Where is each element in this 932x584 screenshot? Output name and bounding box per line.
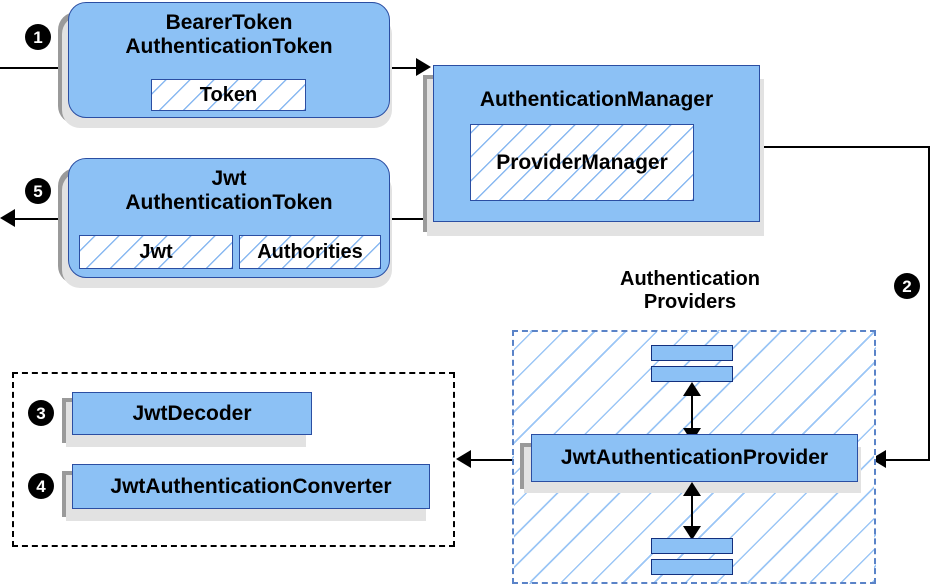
step-marker-3: 3 — [28, 400, 54, 426]
provider-stub-top-2 — [651, 366, 733, 382]
bearer-token-title-line2: AuthenticationToken — [125, 35, 333, 58]
connector-request-in — [0, 67, 70, 69]
bearer-token-title-line1: BearerToken — [165, 11, 293, 34]
provider-manager-panel: ProviderManager — [470, 124, 694, 201]
arrowhead-bottom-down — [683, 526, 701, 540]
bearer-token-slot-token: Token — [151, 79, 306, 111]
jwt-token-title-line2: AuthenticationToken — [125, 191, 333, 214]
step-marker-5: 5 — [25, 178, 51, 204]
bearer-token-authentication-token-box[interactable]: BearerToken AuthenticationToken Token — [68, 2, 390, 118]
arrowhead-into-support — [456, 450, 471, 468]
authentication-providers-title-line1: Authentication — [620, 268, 760, 290]
jwt-decoder-box[interactable]: JwtDecoder — [72, 392, 312, 435]
arrowhead-result-out — [0, 209, 15, 227]
jwt-token-title-line1: Jwt — [211, 167, 247, 190]
provider-stub-bottom-1 — [651, 538, 733, 554]
connector-manager-down — [928, 146, 930, 459]
authentication-manager-title: AuthenticationManager — [479, 88, 714, 111]
jwt-token-slot-jwt: Jwt — [79, 235, 233, 269]
authentication-providers-title-line2: Providers — [643, 291, 737, 313]
arrowhead-bottom-up — [683, 482, 701, 496]
connector-provider-up-down-top — [691, 392, 693, 432]
jwt-authentication-converter-box[interactable]: JwtAuthenticationConverter — [72, 464, 430, 509]
authentication-manager-box[interactable]: AuthenticationManager ProviderManager — [433, 65, 760, 222]
provider-stub-bottom-2 — [651, 559, 733, 575]
connector-manager-right — [759, 146, 929, 148]
connector-manager-to-result — [388, 218, 436, 220]
step-marker-2: 2 — [894, 273, 920, 299]
jwt-authentication-provider-label: JwtAuthenticationProvider — [560, 446, 829, 469]
connector-result-out — [14, 218, 74, 220]
jwt-authentication-provider-box[interactable]: JwtAuthenticationProvider — [531, 434, 858, 482]
connector-provider-up-down-bottom — [691, 490, 693, 530]
jwt-authentication-token-box[interactable]: Jwt AuthenticationToken Jwt Authorities — [68, 158, 390, 278]
provider-stub-top-1 — [651, 345, 733, 361]
jwt-authentication-converter-label: JwtAuthenticationConverter — [110, 474, 392, 498]
step-marker-1: 1 — [25, 24, 51, 50]
jwt-support-container — [12, 372, 455, 547]
connector-into-provider — [885, 459, 930, 461]
connector-provider-to-support — [470, 459, 518, 461]
connector-token-to-manager — [388, 67, 420, 69]
arrowhead-into-manager — [416, 58, 431, 76]
arrowhead-top-up — [683, 382, 701, 396]
step-marker-4: 4 — [28, 473, 54, 499]
jwt-decoder-label: JwtDecoder — [132, 401, 252, 425]
jwt-token-slot-authorities: Authorities — [239, 235, 381, 269]
